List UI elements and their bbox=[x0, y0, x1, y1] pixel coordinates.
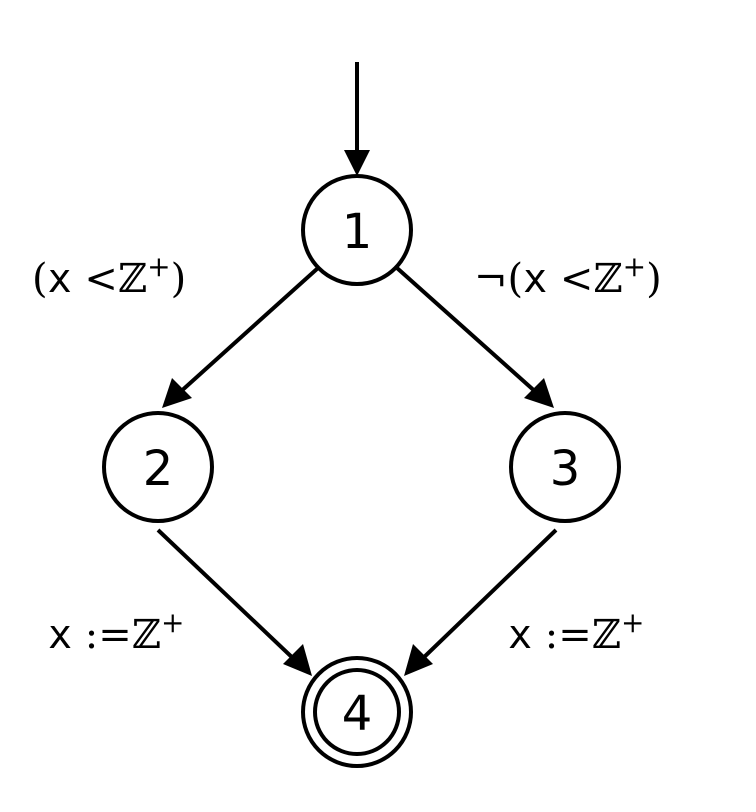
edge-label-1-3: ¬(x <ℤ+) bbox=[474, 250, 662, 302]
edge-3-4 bbox=[417, 528, 558, 664]
node-2: 2 bbox=[102, 411, 214, 523]
edge-label-1-3-sup: + bbox=[623, 250, 646, 283]
edge-label-3-4-sup: + bbox=[621, 606, 644, 639]
edge-label-2-4: x :=ℤ+ bbox=[48, 606, 184, 658]
edge-1-3-arrowhead bbox=[524, 378, 554, 408]
edge-label-2-4-set: ℤ bbox=[132, 612, 161, 658]
edge-label-1-2-var: x bbox=[48, 256, 72, 302]
edge-label-1-2: (x <ℤ+) bbox=[32, 250, 186, 302]
node-3-circle bbox=[509, 411, 621, 523]
node-1: 1 bbox=[301, 174, 413, 286]
node-4-accepting: 4 bbox=[301, 656, 413, 768]
edge-label-2-4-sup: + bbox=[161, 606, 184, 639]
start-arrowhead bbox=[344, 150, 370, 176]
edge-label-1-2-close: ) bbox=[171, 256, 187, 302]
edge-label-2-4-op: := bbox=[72, 612, 132, 658]
edge-label-1-3-var: x bbox=[523, 256, 547, 302]
node-2-circle bbox=[102, 411, 214, 523]
edge-label-2-4-var: x bbox=[48, 612, 72, 658]
edge-label-1-2-open: ( bbox=[32, 256, 48, 302]
edge-label-3-4-var: x bbox=[508, 612, 532, 658]
edge-label-1-2-set: ℤ bbox=[118, 256, 147, 302]
edge-label-1-3-open: ( bbox=[508, 256, 524, 302]
edge-label-3-4: x :=ℤ+ bbox=[508, 606, 644, 658]
edge-2-4-arrowhead bbox=[283, 644, 312, 676]
edge-label-1-3-close: ) bbox=[646, 256, 662, 302]
edge-label-3-4-set: ℤ bbox=[592, 612, 621, 658]
edge-label-1-2-op: < bbox=[72, 256, 118, 302]
node-3-label: 3 bbox=[550, 441, 581, 497]
edge-3-4-arrowhead bbox=[404, 644, 433, 676]
node-4-label: 4 bbox=[342, 686, 373, 742]
node-3: 3 bbox=[509, 411, 621, 523]
edge-2-4 bbox=[156, 528, 299, 664]
node-1-label: 1 bbox=[342, 204, 373, 260]
node-2-label: 2 bbox=[143, 441, 174, 497]
edge-label-1-3-set: ℤ bbox=[593, 256, 622, 302]
node-1-circle bbox=[301, 174, 413, 286]
edges bbox=[156, 62, 558, 676]
edge-label-3-4-op: := bbox=[532, 612, 592, 658]
node-4-outer-circle bbox=[301, 656, 413, 768]
edge-1-2 bbox=[176, 266, 320, 396]
edge-label-1-2-sup: + bbox=[147, 250, 170, 283]
edge-1-2-arrowhead bbox=[162, 378, 192, 408]
edge-label-1-3-op: < bbox=[547, 256, 593, 302]
edge-label-1-3-neg: ¬ bbox=[474, 256, 508, 302]
edge-1-3 bbox=[395, 266, 540, 396]
node-4-inner-circle bbox=[313, 668, 401, 756]
